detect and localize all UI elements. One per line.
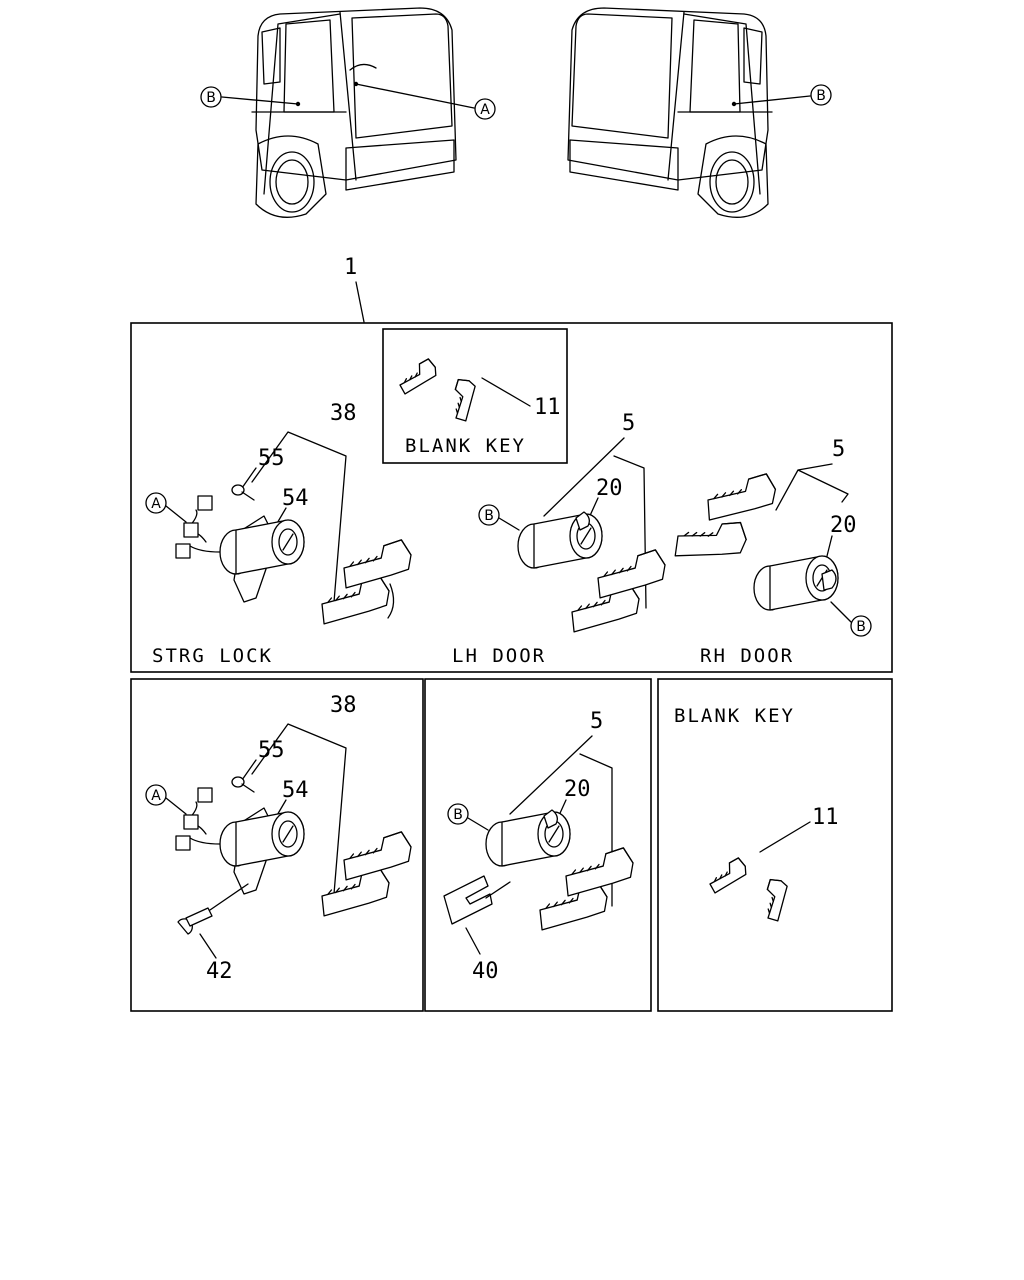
callout-42: 42 — [206, 959, 233, 984]
strg-lock-assembly-top: 38 55 54 A STRG LOCK — [145, 401, 415, 667]
rh-door-assembly-top: 5 20 B RH DOOR — [674, 437, 872, 667]
callout-5: 5 — [832, 437, 845, 462]
lh-door-assembly-top: 5 20 B LH DOOR — [452, 411, 669, 667]
callout-54: 54 — [282, 486, 309, 511]
blank-key-inset: 11 BLANK KEY — [382, 328, 568, 464]
ref-b-label: B — [453, 807, 463, 823]
callout-11: 11 — [812, 805, 839, 830]
callout-38: 38 — [330, 401, 357, 426]
callout-11: 11 — [534, 395, 561, 420]
ref-a-label: A — [151, 496, 161, 512]
caption-rh-door: RH DOOR — [700, 645, 794, 667]
callout-20: 20 — [596, 476, 623, 501]
kit-frame — [130, 322, 893, 673]
callout-55: 55 — [258, 446, 285, 471]
ref-b-label: B — [484, 508, 494, 524]
callout-55: 55 — [258, 738, 285, 763]
caption-strg-lock: STRG LOCK — [152, 645, 273, 667]
callout-20: 20 — [564, 777, 591, 802]
callout-38: 38 — [330, 693, 357, 718]
truck-cab-right-view: B — [567, 7, 832, 218]
callout-20: 20 — [830, 513, 857, 538]
callout-54: 54 — [282, 778, 309, 803]
ref-b-label: B — [816, 88, 826, 104]
ref-b-label: B — [206, 90, 216, 106]
truck-cab-left-view: B A — [200, 7, 496, 218]
callout-40: 40 — [472, 959, 499, 984]
caption-blank-key: BLANK KEY — [674, 705, 795, 727]
ref-a-label: A — [480, 102, 490, 118]
strg-lock-assembly-bottom: 38 55 54 A 42 — [145, 693, 415, 984]
strg-lock-service-frame — [130, 678, 424, 1012]
ref-b-label: B — [856, 619, 866, 635]
ref-a-label: A — [151, 788, 161, 804]
callout-5: 5 — [622, 411, 635, 436]
lh-door-assembly-bottom: 5 20 B 40 — [443, 709, 637, 984]
callout-5: 5 — [590, 709, 603, 734]
caption-blank-key: BLANK KEY — [405, 435, 526, 457]
blank-key-service-frame — [657, 678, 893, 1012]
blank-key-assembly-bottom: BLANK KEY 11 — [674, 705, 839, 924]
lh-door-service-frame — [424, 678, 652, 1012]
caption-lh-door: LH DOOR — [452, 645, 546, 667]
callout-1: 1 — [344, 255, 357, 280]
